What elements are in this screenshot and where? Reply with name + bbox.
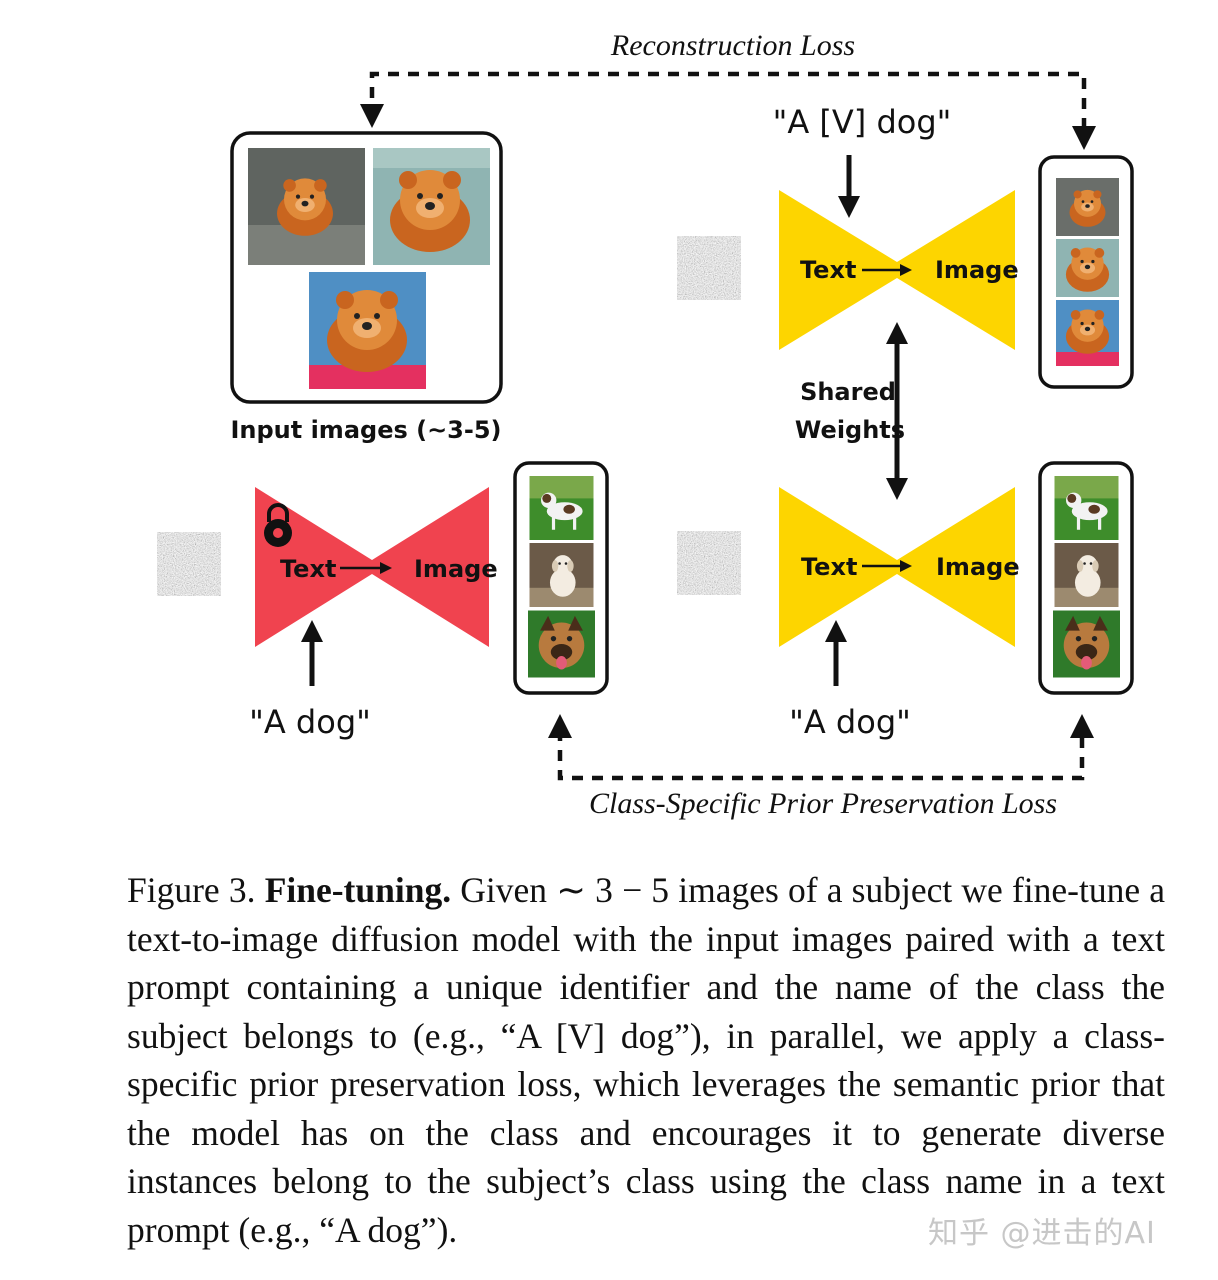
shared-weights-line1: Shared: [800, 378, 896, 406]
prompt-class-bottom: "A dog": [789, 703, 911, 741]
prior-preservation-loss-arrow: [548, 714, 1094, 781]
prompt-class-left: "A dog": [249, 703, 371, 741]
model-text-label: Text: [801, 553, 857, 581]
class-dog-image: [529, 543, 594, 607]
output-strip-left: [513, 461, 609, 695]
prompt-arrow-top: [838, 155, 860, 218]
watermark: 知乎 @进击的AI: [928, 1216, 1156, 1251]
caption-bold: Fine-tuning.: [264, 870, 452, 910]
shared-weights-line2: Weights: [795, 416, 905, 444]
prompt-identifier-top: "A [V] dog": [773, 103, 952, 141]
class-dog-image: [1054, 476, 1119, 540]
input-image-3: [309, 272, 426, 389]
dreambooth-figure: Reconstruction Loss Input images (~3-5) …: [157, 29, 1134, 820]
class-dog-image: [528, 610, 595, 678]
model-image-label: Image: [936, 553, 1020, 581]
output-chow-2: [1056, 239, 1119, 297]
prior-preservation-loss-label: Class-Specific Prior Preservation Loss: [589, 787, 1057, 820]
input-image-1: [248, 148, 365, 265]
input-images-panel: [230, 131, 503, 404]
shared-weights-arrow: [886, 322, 908, 500]
frozen-model: Text Image: [255, 487, 498, 647]
output-strip-bottom: [1038, 461, 1134, 695]
caption-label: Figure 3.: [127, 870, 256, 910]
trained-model-bottom: Text Image: [779, 487, 1020, 647]
lock-icon: [264, 503, 292, 547]
input-images-label: Input images (~3-5): [230, 416, 501, 444]
noise-icon: [157, 532, 221, 596]
model-image-label: Image: [935, 256, 1019, 284]
trained-model-top: Text Image: [779, 190, 1019, 350]
class-dog-image: [529, 476, 594, 540]
class-dog-image: [1053, 610, 1120, 678]
reconstruction-loss-label: Reconstruction Loss: [610, 29, 855, 62]
noise-icon: [677, 236, 741, 300]
caption-text: Given ∼ 3 − 5 images of a subject we fin…: [127, 870, 1166, 1250]
reconstruction-loss-arrow: [360, 71, 1096, 150]
input-image-2: [373, 148, 490, 265]
class-dog-image: [1054, 543, 1119, 607]
output-chow-1: [1056, 178, 1119, 236]
figure-caption: Figure 3. Fine-tuning. Given ∼ 3 − 5 ima…: [127, 866, 1165, 1254]
model-text-label: Text: [280, 555, 336, 583]
output-strip-top: [1038, 155, 1134, 389]
prompt-arrow-bottom: [825, 620, 847, 686]
output-chow-3: [1056, 300, 1119, 366]
model-text-label: Text: [800, 256, 856, 284]
prompt-arrow-left: [301, 620, 323, 686]
model-image-label: Image: [414, 555, 498, 583]
noise-icon: [677, 531, 741, 595]
